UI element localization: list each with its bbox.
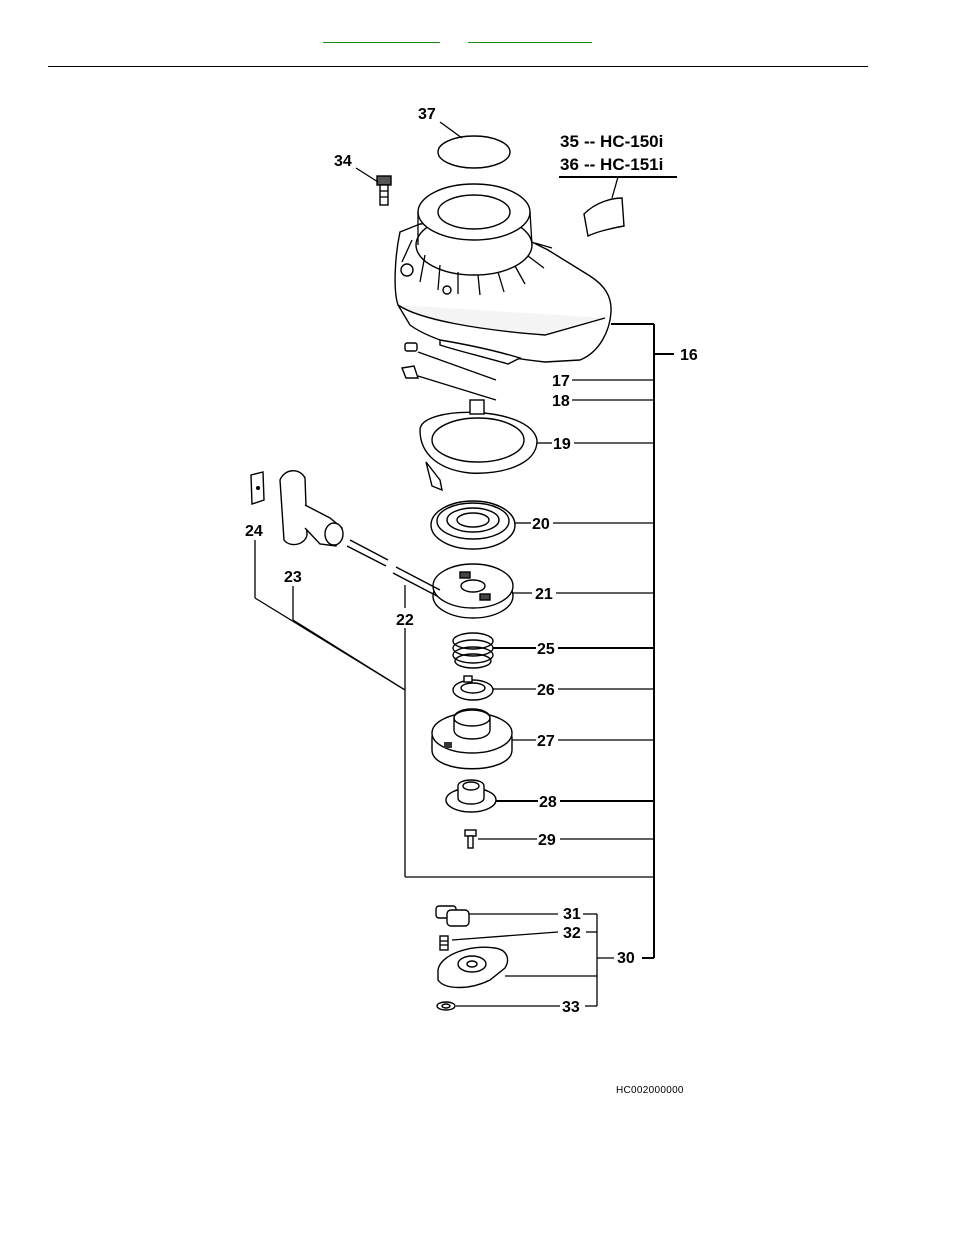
- part-17-pawl: [404, 342, 418, 352]
- part-29-screw: [464, 829, 477, 849]
- callout-29: 29: [538, 832, 556, 849]
- part-37-gasket: [437, 135, 511, 169]
- part-27-pulley: [431, 708, 513, 770]
- part-23-handle: [279, 470, 344, 547]
- callout-22: 22: [396, 612, 414, 629]
- model-label-36-text: -- HC-151i: [584, 155, 663, 174]
- part-28-hub: [445, 779, 497, 813]
- callout-16: 16: [680, 347, 698, 364]
- part-26-ratchet: [452, 675, 494, 701]
- callout-32: 32: [563, 925, 581, 942]
- callout-24: 24: [245, 523, 263, 540]
- callout-26: 26: [537, 682, 555, 699]
- model-label-35-num: 35: [560, 132, 579, 151]
- part-35-36-decal: [583, 197, 625, 238]
- part-33-washer: [436, 1001, 456, 1011]
- part-24-handle-insert: [250, 471, 265, 505]
- part-20-recoil-spring: [430, 500, 516, 550]
- part-30-starter-pulley-assembly: [437, 946, 509, 989]
- callout-27: 27: [537, 733, 555, 750]
- callout-28: 28: [539, 794, 557, 811]
- part-16-starter-housing: [394, 183, 612, 365]
- callout-20: 20: [532, 516, 550, 533]
- callout-17: 17: [552, 373, 570, 390]
- callout-34: 34: [334, 153, 352, 170]
- callout-37: 37: [418, 106, 436, 123]
- part-25-spring: [452, 632, 494, 669]
- nav-link-next[interactable]: [468, 30, 592, 43]
- part-18-spring: [401, 365, 419, 379]
- callout-30: 30: [617, 950, 635, 967]
- callout-19: 19: [553, 436, 571, 453]
- part-31-cam: [435, 905, 470, 927]
- drawing-code: HC002000000: [616, 1085, 684, 1096]
- header-divider: [48, 66, 868, 67]
- callout-33: 33: [562, 999, 580, 1016]
- callout-25: 25: [537, 641, 555, 658]
- nav-link-previous[interactable]: [323, 30, 440, 43]
- part-19-reel-cover: [419, 399, 538, 492]
- model-label-36-num: 36: [560, 155, 579, 174]
- callout-21: 21: [535, 586, 553, 603]
- part-22-starter-rope: [346, 539, 441, 597]
- callout-23: 23: [284, 569, 302, 586]
- callout-31: 31: [563, 906, 581, 923]
- part-34-bolt: [376, 175, 392, 206]
- part-32-pin: [439, 935, 449, 951]
- callout-18: 18: [552, 393, 570, 410]
- model-label-35-text: -- HC-150i: [584, 132, 663, 151]
- part-21-reel: [432, 563, 514, 619]
